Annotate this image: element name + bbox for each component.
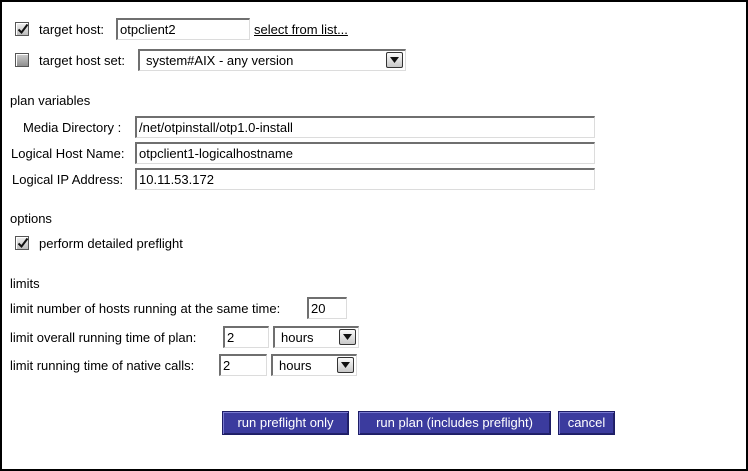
dropdown-arrow-icon[interactable] (337, 357, 354, 373)
options-heading: options (10, 211, 52, 226)
target-host-set-label: target host set: (39, 53, 125, 68)
target-host-set-checkbox[interactable] (15, 53, 29, 67)
cancel-button[interactable]: cancel (558, 411, 615, 435)
logical-ip-address-input[interactable]: 10.11.53.172 (135, 168, 595, 190)
target-host-set-select[interactable]: system#AIX - any version (138, 49, 406, 71)
limit-overall-time-label: limit overall running time of plan: (10, 330, 197, 345)
dropdown-arrow-icon[interactable] (386, 52, 403, 68)
select-from-list-link[interactable]: select from list... (254, 22, 348, 37)
limit-native-unit-select[interactable]: hours (271, 354, 357, 376)
limit-overall-time-input[interactable]: 2 (223, 326, 269, 348)
run-preflight-only-button[interactable]: run preflight only (222, 411, 349, 435)
limit-native-time-label: limit running time of native calls: (10, 358, 195, 373)
limits-heading: limits (10, 276, 40, 291)
checkmark-icon (17, 237, 29, 249)
limit-hosts-label: limit number of hosts running at the sam… (10, 301, 281, 316)
limit-native-time-input[interactable]: 2 (219, 354, 267, 376)
detailed-preflight-checkbox[interactable] (15, 236, 29, 250)
target-host-input[interactable]: otpclient2 (116, 18, 250, 40)
dropdown-arrow-icon[interactable] (339, 329, 356, 345)
limit-overall-unit-value: hours (281, 330, 314, 345)
limit-overall-unit-select[interactable]: hours (273, 326, 359, 348)
logical-host-name-input[interactable]: otpclient1-logicalhostname (135, 142, 595, 164)
detailed-preflight-label: perform detailed preflight (39, 236, 183, 251)
run-plan-button[interactable]: run plan (includes preflight) (358, 411, 551, 435)
target-host-label: target host: (39, 22, 105, 37)
limit-native-unit-value: hours (279, 358, 312, 373)
target-host-checkbox[interactable] (15, 22, 29, 36)
target-host-set-value: system#AIX - any version (146, 53, 294, 68)
media-directory-label: Media Directory : (23, 120, 122, 135)
limit-hosts-input[interactable]: 20 (307, 297, 347, 319)
media-directory-input[interactable]: /net/otpinstall/otp1.0-install (135, 116, 595, 138)
checkmark-icon (17, 23, 29, 35)
logical-ip-address-label: Logical IP Address: (12, 172, 124, 187)
logical-host-name-label: Logical Host Name: (11, 146, 125, 161)
plan-variables-heading: plan variables (10, 93, 91, 108)
